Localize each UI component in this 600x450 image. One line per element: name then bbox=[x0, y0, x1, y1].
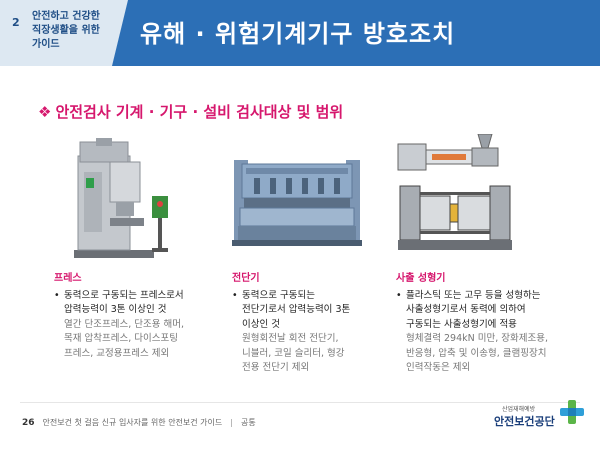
press-machine-icon bbox=[74, 138, 168, 258]
header-notch bbox=[112, 0, 128, 66]
kosha-logo: 산업재해예방 안전보건공단 bbox=[490, 398, 590, 438]
note-line: 반응형, 압축 및 이송형, 클램핑장치 bbox=[406, 347, 547, 359]
page-header: 2 안전하고 건강한 직장생활을 위한 가이드 유해 · 위험기계기구 방호조치 bbox=[0, 0, 600, 66]
footer-separator: | bbox=[230, 418, 233, 427]
bullet-line: 이상인 것 bbox=[242, 318, 280, 330]
shearing-machine-icon bbox=[232, 160, 362, 246]
logo-tagline: 산업재해예방 bbox=[502, 406, 536, 413]
note-line: 목재 압착프레스, 다이스포팅 bbox=[64, 333, 178, 344]
chapter-title: 안전하고 건강한 직장생활을 위한 가이드 bbox=[32, 10, 116, 52]
exclusion-note: 원형회전날 회전 전단기, 니블러, 코일 슬리터, 형강 전용 전단기 제외 bbox=[232, 332, 387, 376]
section-heading: ❖안전검사 기계 · 기구 · 설비 검사대상 및 범위 bbox=[38, 101, 343, 122]
injection-description: 사출 성형기 • 플라스틱 또는 고무 등을 성형하는 사출성형기로서 동력에 … bbox=[396, 272, 582, 376]
section-heading-text: 안전검사 기계 · 기구 · 설비 검사대상 및 범위 bbox=[55, 103, 344, 121]
bullet-item: • 동력으로 구동되는 프레스로서 압력능력이 3톤 이상인 것 bbox=[54, 289, 224, 318]
page-title: 유해 · 위험기계기구 방호조치 bbox=[140, 20, 456, 48]
note-line: 열간 단조프레스, 단조용 해머, bbox=[64, 318, 184, 330]
page-number: 26 bbox=[22, 418, 35, 428]
note-line: 원형회전날 회전 전단기, bbox=[242, 333, 339, 344]
title-bar bbox=[112, 0, 600, 66]
note-line: 니블러, 코일 슬리터, 형강 bbox=[242, 347, 345, 359]
note-line: 인력작동은 제외 bbox=[406, 362, 471, 373]
bullet-dot-icon: • bbox=[232, 289, 238, 301]
guide-title: 안전보건 첫 걸음 신규 입사자를 위한 안전보건 가이드 bbox=[42, 418, 223, 427]
bullet-line: 압력능력이 3톤 이상인 것 bbox=[64, 304, 167, 315]
note-line: 전용 전단기 제외 bbox=[242, 362, 310, 373]
green-cross-logo-icon bbox=[560, 400, 584, 424]
bullet-line: 구동되는 사출성형기에 적용 bbox=[406, 318, 517, 330]
note-line: 프레스, 교정용프레스 제외 bbox=[64, 347, 170, 359]
chapter-title-line: 직장생활을 위한 bbox=[32, 25, 100, 36]
bullet-item: • 플라스틱 또는 고무 등을 성형하는 사출성형기로서 동력에 의하여 구동되… bbox=[396, 289, 582, 333]
item-title: 사출 성형기 bbox=[396, 273, 446, 284]
chapter-title-line: 가이드 bbox=[32, 39, 60, 50]
bullet-line: 플라스틱 또는 고무 등을 성형하는 bbox=[406, 289, 541, 301]
diamond-bullet-icon: ❖ bbox=[38, 103, 52, 121]
chapter-box bbox=[0, 0, 128, 66]
page-footer: 26 안전보건 첫 걸음 신규 입사자를 위한 안전보건 가이드 | 공통 bbox=[22, 417, 256, 428]
exclusion-note: 열간 단조프레스, 단조용 해머, 목재 압착프레스, 다이스포팅 프레스, 교… bbox=[54, 318, 224, 362]
bullet-line: 동력으로 구동되는 bbox=[242, 289, 315, 301]
bullet-item: • 동력으로 구동되는 전단기로서 압력능력이 3톤 이상인 것 bbox=[232, 289, 387, 333]
bullet-dot-icon: • bbox=[54, 289, 60, 301]
press-description: 프레스 • 동력으로 구동되는 프레스로서 압력능력이 3톤 이상인 것 열간 … bbox=[54, 272, 224, 361]
footer-category: 공통 bbox=[240, 418, 256, 427]
chapter-number: 2 bbox=[12, 16, 20, 29]
exclusion-note: 형체결력 294kN 미만, 장화제조용, 반응형, 압축 및 이송형, 클램핑… bbox=[396, 332, 582, 376]
footer-divider bbox=[20, 402, 580, 403]
bullet-line: 전단기로서 압력능력이 3톤 bbox=[242, 304, 351, 315]
bullet-line: 동력으로 구동되는 프레스로서 bbox=[64, 289, 184, 301]
injection-molding-icon bbox=[397, 134, 512, 250]
chapter-title-line: 안전하고 건강한 bbox=[32, 11, 100, 22]
logo-name: 안전보건공단 bbox=[494, 415, 555, 428]
item-title: 프레스 bbox=[54, 273, 82, 284]
note-line: 형체결력 294kN 미만, 장화제조용, bbox=[406, 333, 548, 344]
bullet-line: 사출성형기로서 동력에 의하여 bbox=[406, 304, 526, 315]
item-title: 전단기 bbox=[232, 273, 260, 284]
bullet-dot-icon: • bbox=[396, 289, 402, 301]
shear-description: 전단기 • 동력으로 구동되는 전단기로서 압력능력이 3톤 이상인 것 원형회… bbox=[232, 272, 387, 376]
